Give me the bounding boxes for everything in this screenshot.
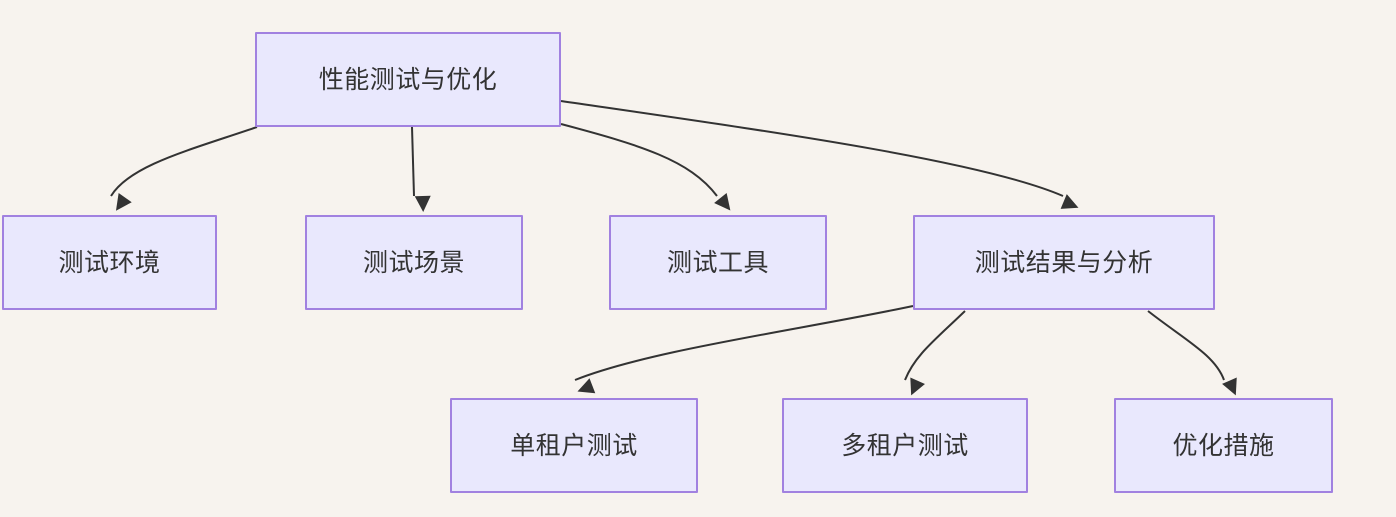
arrowhead-root-to-env bbox=[115, 193, 132, 211]
edge-root-to-tools bbox=[560, 123, 718, 197]
node-root[interactable]: 性能测试与优化 bbox=[255, 32, 561, 127]
node-test-scenario[interactable]: 测试场景 bbox=[305, 215, 523, 310]
node-label: 测试场景 bbox=[362, 248, 465, 277]
node-label: 测试工具 bbox=[666, 248, 769, 277]
node-single-tenant-test[interactable]: 单租户测试 bbox=[450, 398, 698, 493]
edge-results-to-optimize bbox=[1147, 310, 1225, 381]
node-test-results-analysis[interactable]: 测试结果与分析 bbox=[913, 215, 1215, 310]
node-test-environment[interactable]: 测试环境 bbox=[2, 215, 217, 310]
arrowhead-root-to-results bbox=[1060, 194, 1079, 209]
arrowhead-root-to-scenario bbox=[414, 195, 431, 212]
arrowhead-results-to-optimize bbox=[1222, 377, 1237, 396]
node-label: 测试环境 bbox=[58, 248, 161, 277]
node-label: 性能测试与优化 bbox=[318, 65, 498, 94]
edge-root-to-scenario bbox=[411, 126, 415, 197]
edge-root-to-env bbox=[110, 126, 258, 197]
node-multi-tenant-test[interactable]: 多租户测试 bbox=[782, 398, 1028, 493]
edge-root-to-results bbox=[560, 100, 1064, 197]
node-optimization-measures[interactable]: 优化措施 bbox=[1114, 398, 1333, 493]
node-label: 优化措施 bbox=[1172, 431, 1275, 460]
node-label: 单租户测试 bbox=[510, 431, 638, 460]
node-label: 测试结果与分析 bbox=[974, 248, 1154, 277]
node-test-tools[interactable]: 测试工具 bbox=[609, 215, 827, 310]
node-label: 多租户测试 bbox=[841, 431, 969, 460]
arrowhead-results-to-multi bbox=[910, 377, 925, 396]
edge-results-to-single bbox=[574, 305, 914, 381]
arrowhead-results-to-single bbox=[577, 378, 596, 394]
edge-results-to-multi bbox=[904, 310, 966, 381]
arrowhead-root-to-tools bbox=[714, 192, 731, 211]
